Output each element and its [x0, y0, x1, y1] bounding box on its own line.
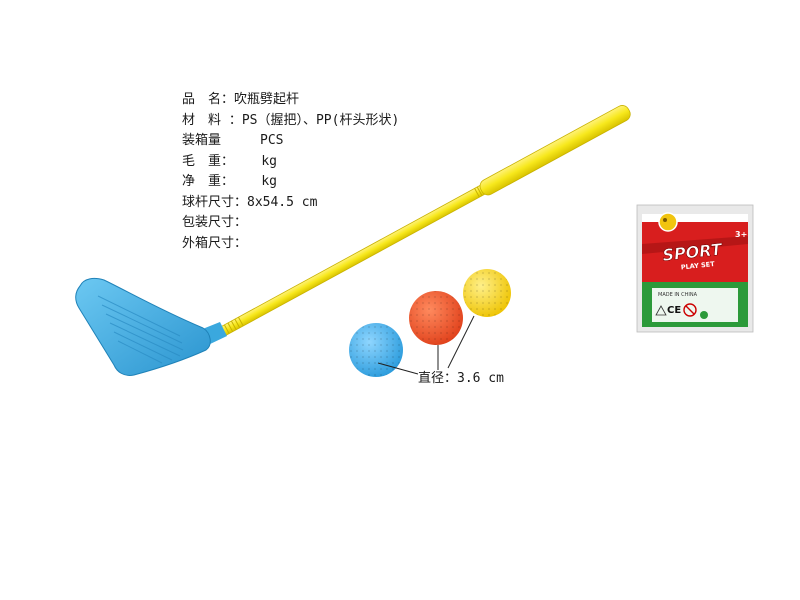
package-age: 3+	[735, 230, 747, 239]
spec-carton-size: 外箱尺寸：	[182, 235, 248, 251]
spec-club-size: 球杆尺寸：8x54.5 cm	[182, 194, 318, 210]
ball-red	[409, 291, 463, 345]
spec-package-size: 包装尺寸：	[182, 215, 248, 230]
package-made-in: MADE IN CHINA	[658, 292, 698, 298]
club-head	[75, 277, 211, 376]
no-small-children-icon	[683, 303, 697, 317]
ball-blue	[349, 323, 403, 377]
spec-gross-weight: 毛 重： kg	[182, 153, 277, 169]
club-shaft	[216, 105, 631, 338]
triangle-warning-icon	[655, 305, 667, 316]
spec-net-weight: 净 重： kg	[182, 174, 277, 189]
recycle-icon	[700, 311, 708, 319]
spec-packing-qty: 装箱量 PCS	[182, 133, 284, 148]
package-logo	[658, 212, 678, 232]
spec-list: 品 名：吹瓶劈起杆 材 料 ：PS（握把）、PP(杆头形状) 装箱量 PCS 毛…	[182, 90, 399, 254]
golf-club	[75, 105, 631, 376]
spec-name: 品 名：吹瓶劈起杆	[182, 92, 300, 107]
diameter-pointer-lines	[377, 315, 475, 375]
ball-diameter-label: 直径：3.6 cm	[418, 371, 504, 386]
club-face-lines	[97, 295, 184, 364]
ball-yellow	[463, 269, 511, 317]
package-card: 3+ SPORT PLAY SET MADE IN CHINA CE	[636, 204, 754, 333]
package-ce-mark: CE	[667, 305, 681, 316]
package-subtitle: PLAY SET	[680, 260, 715, 272]
shaft-grooves	[223, 186, 483, 334]
spec-material: 材 料 ：PS（握把）、PP(杆头形状)	[182, 112, 400, 128]
